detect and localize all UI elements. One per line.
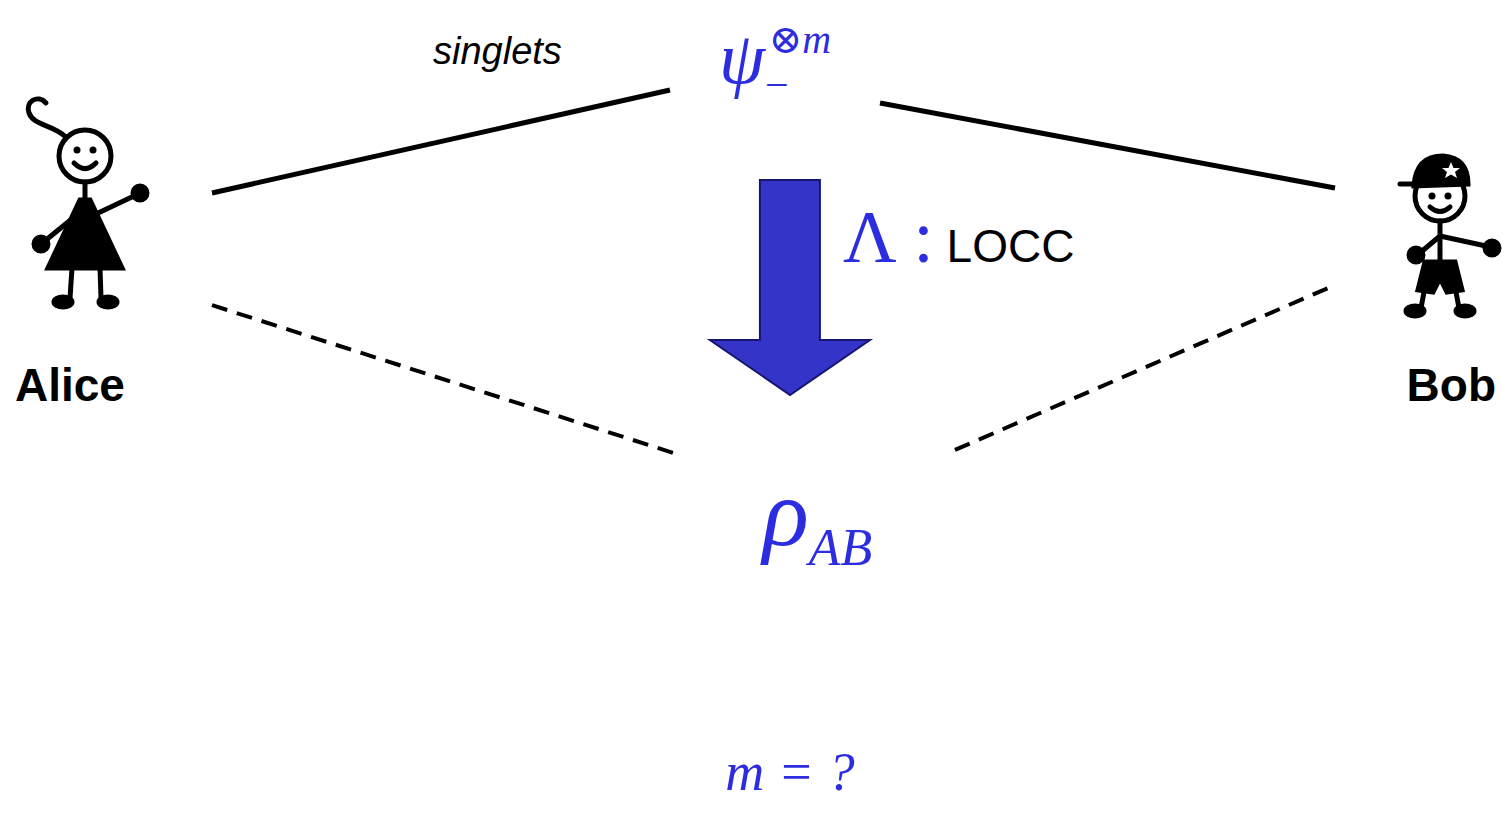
cap-brim <box>1400 182 1440 187</box>
text-run: ψ <box>719 17 765 99</box>
arm <box>1421 236 1440 252</box>
state-rho: ρAB <box>680 395 955 560</box>
node-label: Bob <box>1407 362 1496 408</box>
eye <box>1445 193 1452 200</box>
cap-star <box>1442 162 1460 178</box>
edge-label: Λ : LOCC <box>843 200 1074 274</box>
edge-label: singlets <box>433 32 562 70</box>
hand <box>34 237 48 251</box>
text-run: Λ : <box>843 196 934 278</box>
solid-connector <box>880 103 1335 188</box>
text-run: Alice <box>15 359 125 411</box>
hand <box>1485 241 1499 255</box>
solid-connector <box>212 90 670 193</box>
smile <box>74 163 96 169</box>
text-run: ρ <box>763 459 809 566</box>
foot <box>1406 306 1424 316</box>
alice-figure <box>28 99 147 307</box>
shorts <box>1418 262 1462 292</box>
dashed-connector <box>212 305 680 455</box>
dress <box>48 200 122 268</box>
hand <box>1409 248 1423 262</box>
eye <box>1429 193 1436 200</box>
foot <box>99 297 117 307</box>
person-alice: Alice <box>5 95 212 410</box>
body <box>1438 221 1443 264</box>
node-label: Alice <box>15 362 125 408</box>
node-label: ρAB <box>763 465 873 561</box>
smile <box>1430 207 1450 212</box>
ponytail <box>28 99 66 137</box>
dashed-connector <box>955 285 1335 450</box>
text-run: singlets <box>433 30 562 72</box>
text-run: AB <box>809 519 873 576</box>
foot <box>1456 306 1474 316</box>
arm <box>1440 236 1486 246</box>
head <box>59 130 111 182</box>
text-run: LOCC <box>934 220 1075 272</box>
text-run: Bob <box>1407 359 1496 411</box>
arm <box>96 196 134 214</box>
question-label: m = ? <box>725 745 854 799</box>
foot <box>54 297 72 307</box>
bob-figure <box>1400 156 1499 316</box>
text-run: − <box>765 62 789 108</box>
text-run: m = ? <box>725 742 854 802</box>
eye <box>74 147 81 154</box>
leg <box>100 268 101 298</box>
node-label: ψ−⊗m <box>719 21 831 95</box>
person-bob: Bob <box>1335 120 1502 410</box>
state-psi: ψ−⊗m <box>670 15 880 180</box>
hand <box>133 186 147 200</box>
text-run: ⊗m <box>769 17 831 62</box>
eye <box>90 147 97 154</box>
arm <box>46 218 73 240</box>
leg <box>70 268 72 298</box>
